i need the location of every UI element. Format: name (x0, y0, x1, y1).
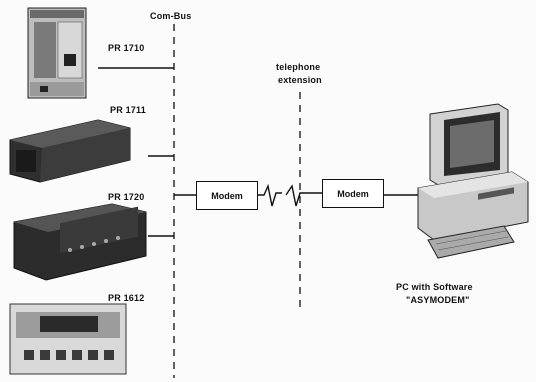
line-signal-left (258, 183, 282, 207)
modem-label: Modem (211, 190, 243, 201)
pc-label-line2: "ASYMODEM" (406, 295, 470, 305)
device-pr1720-image (13, 203, 147, 281)
device-label-pr1711: PR 1711 (110, 105, 146, 115)
com-bus-label: Com-Bus (150, 11, 192, 21)
device-pr1612-image (9, 303, 127, 375)
device-label-pr1720: PR 1720 (108, 192, 145, 202)
pc-label-line1: PC with Software (396, 282, 473, 292)
telephone-label-line1: telephone (276, 62, 321, 72)
modem-box-right: Modem (322, 179, 384, 208)
telephone-label-line2: extension (278, 75, 322, 85)
modem-box-left: Modem (196, 181, 258, 210)
pc-image (417, 103, 529, 259)
device-label-pr1710: PR 1710 (108, 43, 145, 53)
modem-label: Modem (337, 188, 369, 199)
device-label-pr1612: PR 1612 (108, 293, 145, 303)
device-pr1710-image (27, 7, 87, 99)
line-signal-right (285, 184, 322, 207)
device-pr1711-image (9, 119, 131, 183)
